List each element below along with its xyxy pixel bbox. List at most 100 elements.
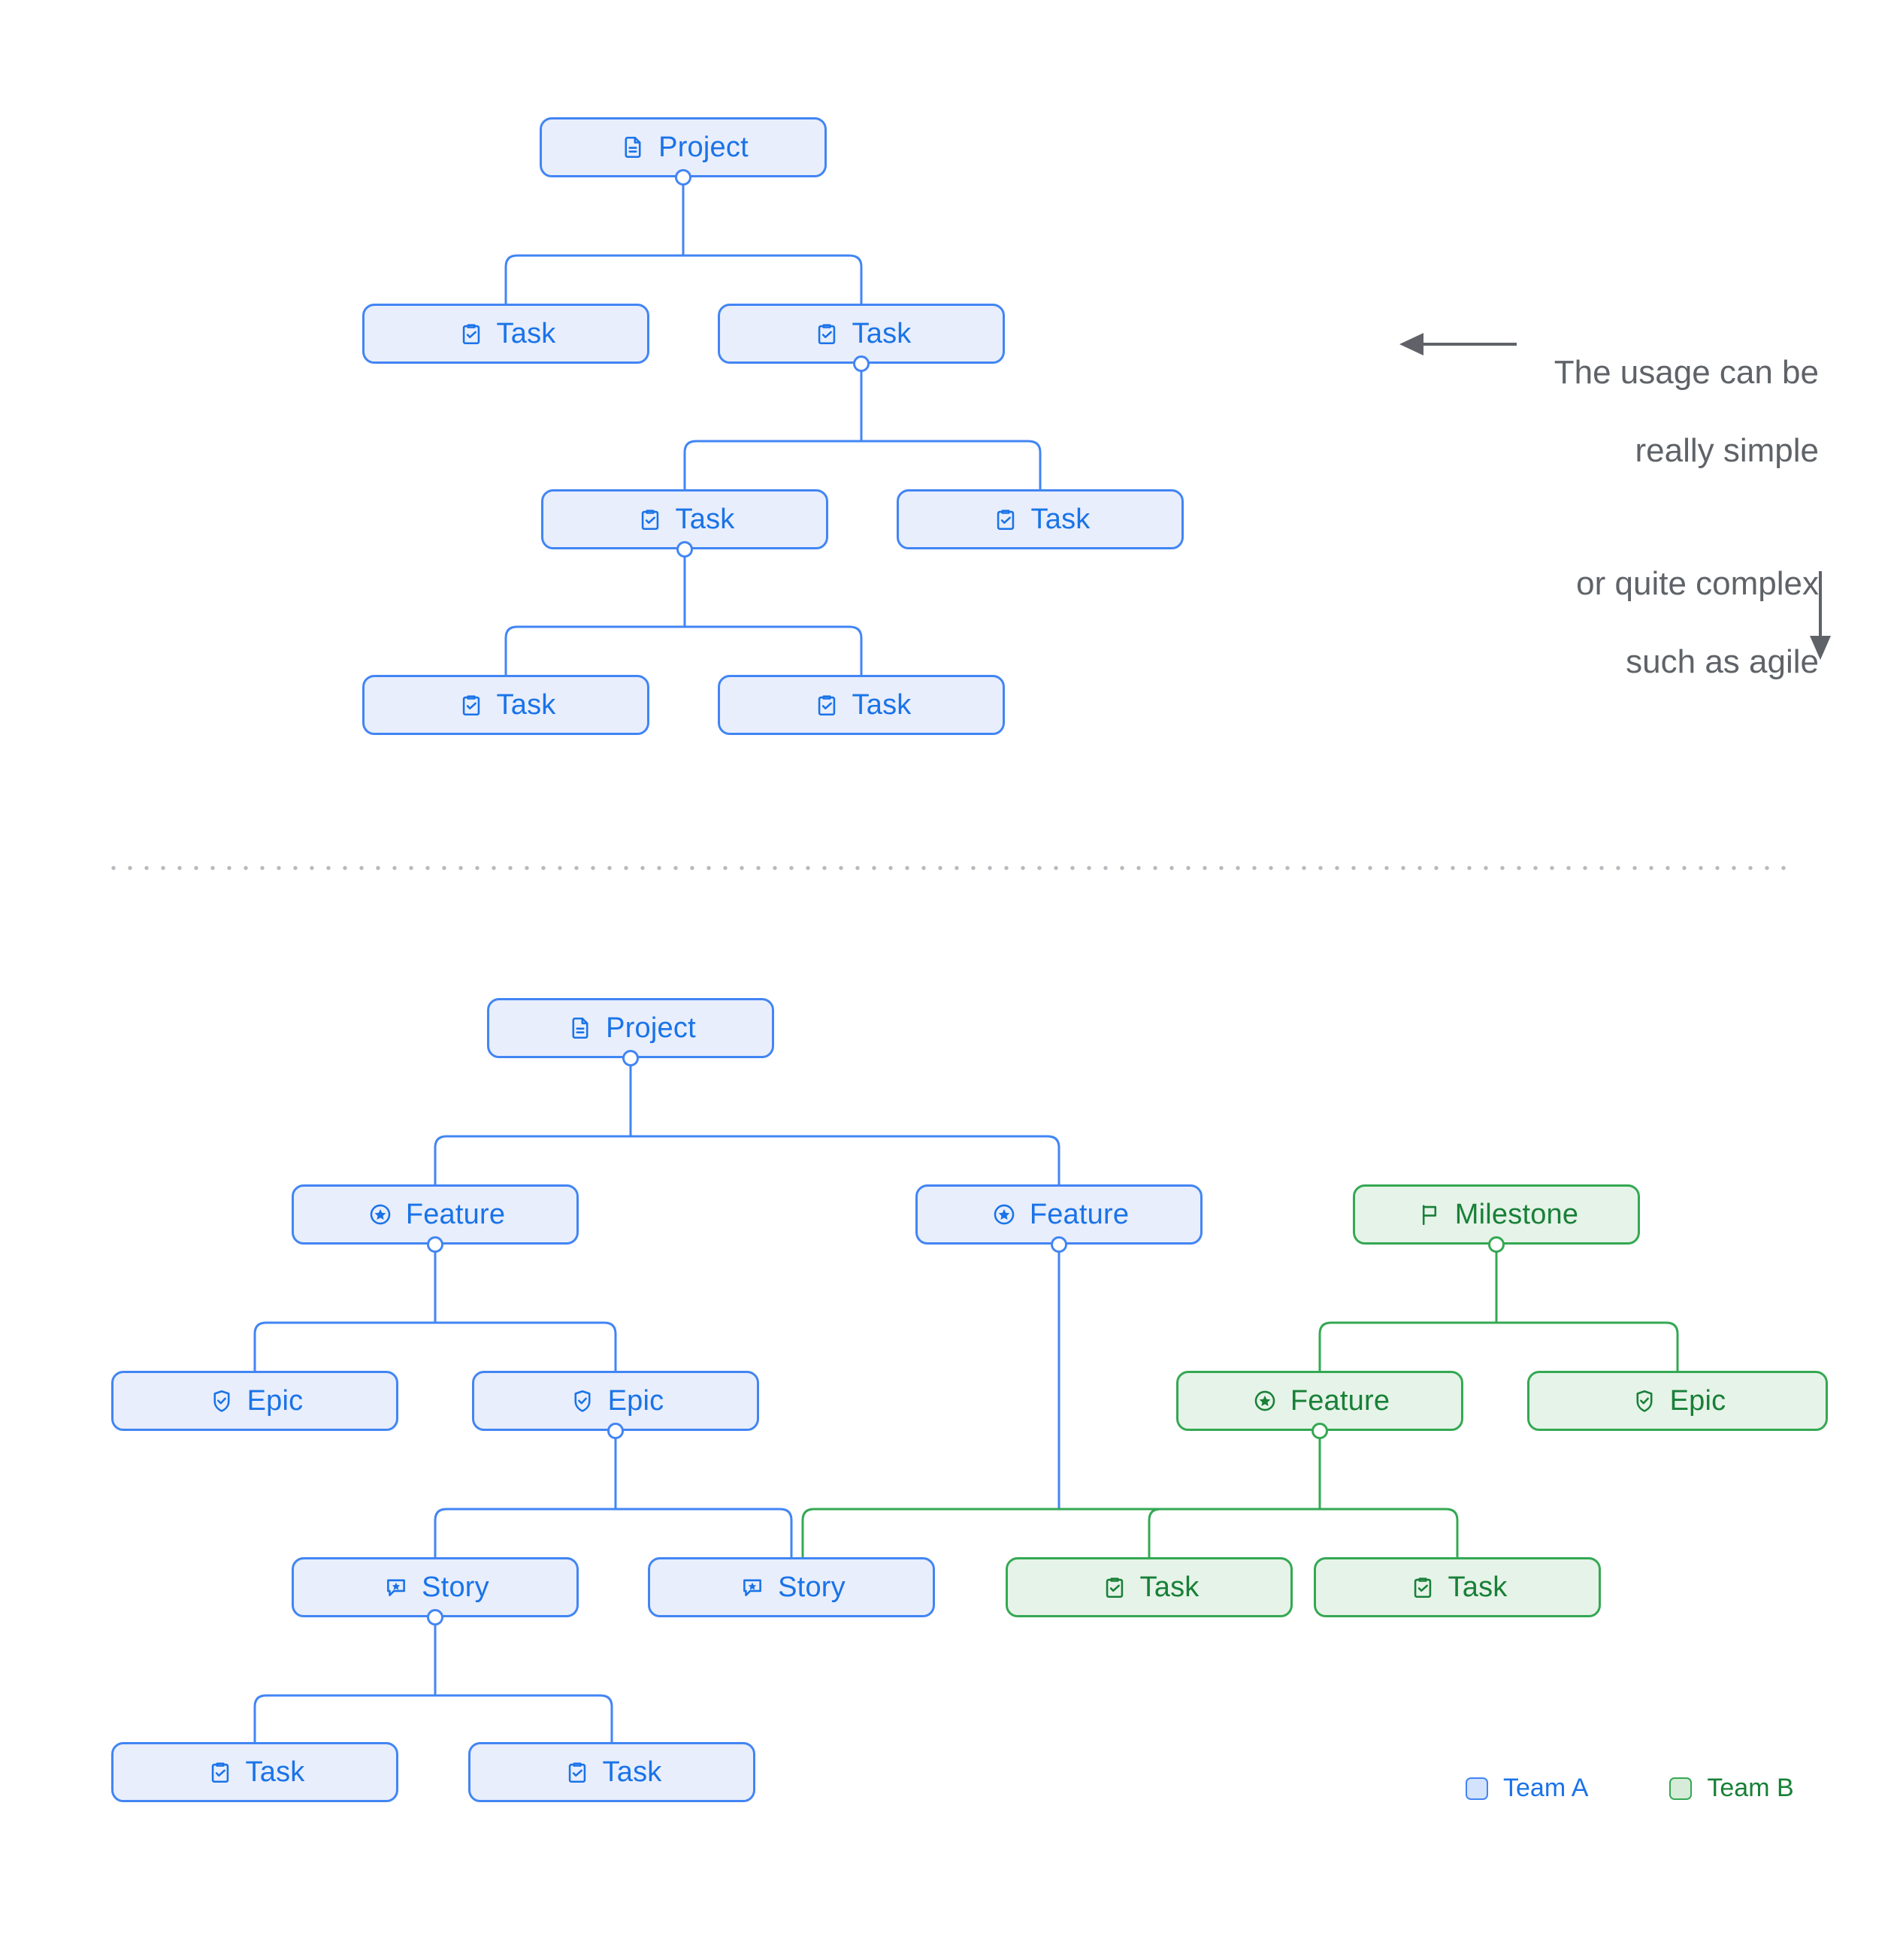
task-icon (205, 1757, 235, 1787)
legend-item-team-a[interactable]: Team A (1466, 1774, 1588, 1803)
task-icon (562, 1757, 592, 1787)
annotation-line-1: The usage can be (1554, 353, 1819, 391)
document-icon (618, 132, 648, 162)
connector-port (607, 1423, 624, 1439)
team-legend: Team A Team B (1466, 1774, 1794, 1803)
task-icon (991, 504, 1021, 534)
node-epic-agile-2[interactable]: Epic (472, 1371, 759, 1431)
connector-port (427, 1236, 443, 1253)
node-label: Milestone (1454, 1199, 1579, 1230)
node-label: Epic (247, 1385, 304, 1417)
node-label: Epic (607, 1385, 664, 1417)
node-story-agile-1[interactable]: Story (292, 1557, 579, 1617)
node-project-simple[interactable]: Project (540, 117, 827, 177)
node-label: Task (496, 318, 556, 349)
document-icon (565, 1013, 595, 1043)
node-epic-agile-1[interactable]: Epic (111, 1371, 398, 1431)
node-label: Task (852, 318, 912, 349)
legend-swatch-icon (1466, 1777, 1488, 1800)
story-icon (737, 1572, 767, 1602)
node-task-agile-blue-1[interactable]: Task (111, 1742, 398, 1802)
edge-task2-fork (683, 440, 1042, 489)
node-label: Task (1139, 1571, 1200, 1603)
node-label: Task (245, 1756, 305, 1788)
node-task-simple-5[interactable]: Task (362, 675, 649, 735)
connector-port (675, 169, 691, 186)
annotation-spacer (1398, 510, 1819, 526)
annotation-left-arrow (1399, 333, 1517, 355)
section-divider (105, 866, 1798, 870)
edge-a-milestone-fork (1318, 1321, 1679, 1371)
node-feature-agile-2[interactable]: Feature (915, 1184, 1203, 1245)
task-icon (456, 319, 486, 349)
annotation-text: The usage can be really simple or quite … (1398, 314, 1819, 721)
feature-icon (1250, 1386, 1280, 1416)
edge-a-project-fork (434, 1135, 1060, 1184)
epic-icon (1629, 1386, 1659, 1416)
task-icon (812, 319, 842, 349)
node-task-simple-3[interactable]: Task (541, 489, 828, 549)
epic-icon (567, 1386, 598, 1416)
annotation-line-2: really simple (1635, 431, 1819, 469)
legend-label: Team A (1503, 1774, 1589, 1802)
epic-icon (207, 1386, 237, 1416)
node-label: Task (1030, 504, 1091, 535)
node-task-agile-green-1[interactable]: Task (1006, 1557, 1293, 1617)
node-label: Task (675, 504, 735, 535)
node-story-agile-2[interactable]: Story (648, 1557, 935, 1617)
node-label: Task (1448, 1571, 1508, 1603)
story-icon (381, 1572, 411, 1602)
task-icon (635, 504, 665, 534)
node-feature-agile-1[interactable]: Feature (292, 1184, 579, 1245)
node-feature-agile-3[interactable]: Feature (1176, 1371, 1463, 1431)
connector-port (427, 1609, 443, 1626)
connector-port (853, 355, 870, 372)
connector-port (1051, 1236, 1067, 1253)
annotation-line-4: such as agile (1626, 643, 1819, 681)
node-label: Feature (405, 1199, 506, 1230)
task-icon (1408, 1572, 1438, 1602)
node-task-agile-blue-2[interactable]: Task (468, 1742, 755, 1802)
connector-port (676, 541, 693, 558)
node-label: Task (496, 689, 556, 721)
task-icon (1100, 1572, 1130, 1602)
node-label: Project (658, 132, 749, 163)
node-task-simple-1[interactable]: Task (362, 304, 649, 364)
task-icon (456, 690, 486, 720)
edge-project-fork (504, 254, 863, 304)
feature-icon (365, 1199, 395, 1230)
node-label: Epic (1669, 1385, 1726, 1417)
edge-a-feature1-fork (253, 1321, 617, 1371)
node-task-simple-2[interactable]: Task (718, 304, 1005, 364)
node-task-simple-6[interactable]: Task (718, 675, 1005, 735)
feature-icon (989, 1199, 1019, 1230)
node-label: Task (852, 689, 912, 721)
legend-item-team-b[interactable]: Team B (1669, 1774, 1794, 1803)
node-task-simple-4[interactable]: Task (897, 489, 1184, 549)
team-a-connectors (253, 177, 1060, 1742)
node-project-agile[interactable]: Project (487, 998, 774, 1058)
annotation-down-arrow (1810, 571, 1831, 660)
connector-port (622, 1050, 639, 1066)
milestone-icon (1414, 1199, 1445, 1230)
edge-task3-fork (504, 625, 863, 675)
edge-a-green-bus-left (801, 1508, 1160, 1521)
annotation-line-3: or quite complex (1576, 565, 1819, 603)
node-epic-agile-3[interactable]: Epic (1527, 1371, 1828, 1431)
node-milestone-agile[interactable]: Milestone (1353, 1184, 1640, 1245)
edge-a-story1-fork (253, 1694, 613, 1742)
edge-a-feature3-fork (1148, 1508, 1459, 1557)
connector-port (1488, 1236, 1505, 1253)
node-label: Story (778, 1571, 846, 1603)
node-label: Feature (1290, 1385, 1390, 1417)
node-label: Feature (1029, 1199, 1130, 1230)
node-label: Task (602, 1756, 662, 1788)
edge-a-epic2-fork (434, 1508, 793, 1557)
node-task-agile-green-2[interactable]: Task (1314, 1557, 1601, 1617)
task-icon (812, 690, 842, 720)
node-label: Story (422, 1571, 489, 1603)
legend-label: Team B (1707, 1774, 1794, 1802)
node-label: Project (606, 1012, 696, 1044)
